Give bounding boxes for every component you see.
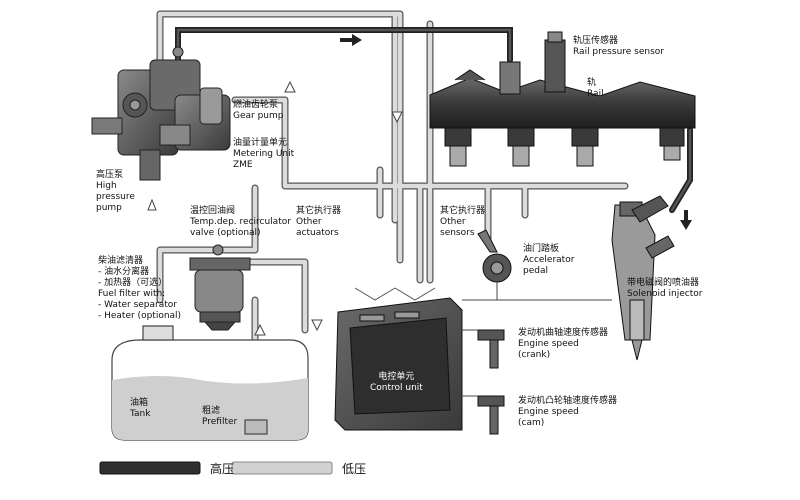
solenoid-injector — [611, 195, 675, 361]
fuel-tank — [111, 325, 309, 441]
prefilter-label: 粗滤 Prefilter — [202, 406, 238, 427]
fuel-filter — [189, 244, 251, 331]
crank-sensor-label: 发动机曲轴速度传感器 Engine speed (crank) — [518, 328, 609, 360]
rail-label: 轨 Rail — [587, 78, 604, 99]
high-pressure-pump — [91, 46, 231, 181]
legend-high-pressure: 高压 — [210, 462, 235, 476]
other-actuators-label: 其它执行器 Other actuators — [296, 206, 342, 238]
metering-unit-label: 油量计量单元 Metering Unit ZME — [233, 138, 295, 170]
high-pressure-swatch — [99, 461, 201, 475]
sensor-wires — [462, 282, 612, 397]
cam-sensor-label: 发动机凸轮轴速度传感器 Engine speed (cam) — [518, 396, 618, 428]
low-pressure-lines — [156, 10, 629, 424]
common-rail — [429, 31, 696, 167]
flow-arrows — [147, 34, 692, 336]
control-unit — [334, 297, 463, 431]
high-pressure-lines — [175, 27, 693, 213]
rail-sensor-label: 轨压传感器 Rail pressure sensor — [573, 36, 664, 57]
control-unit-label: 电控单元 Control unit — [370, 372, 423, 393]
gear-pump-label: 燃油齿轮泵 Gear pump — [233, 100, 284, 121]
solenoid-injector-label: 带电磁阀的喷油器 Solenoid injector — [627, 278, 703, 299]
fuel-filter-label: 柴油滤清器 - 油水分离器 - 加热器（可选） Fuel filter with… — [98, 256, 182, 321]
accelerator-pedal — [477, 229, 512, 283]
low-pressure-swatch — [231, 461, 333, 475]
engine-speed-sensors — [477, 329, 505, 435]
tank-label: 油箱 Tank — [130, 398, 151, 419]
legend-low-pressure: 低压 — [342, 462, 367, 476]
other-sensors-label: 其它执行器 Other sensors — [440, 206, 486, 238]
legend-swatches — [99, 461, 333, 475]
accelerator-pedal-label: 油门踏板 Accelerator pedal — [523, 244, 575, 276]
recirc-valve-label: 温控回油阀 Temp.dep. recirculator valve (opti… — [190, 206, 291, 238]
high-pressure-pump-label: 高压泵 High pressure pump — [96, 170, 135, 213]
